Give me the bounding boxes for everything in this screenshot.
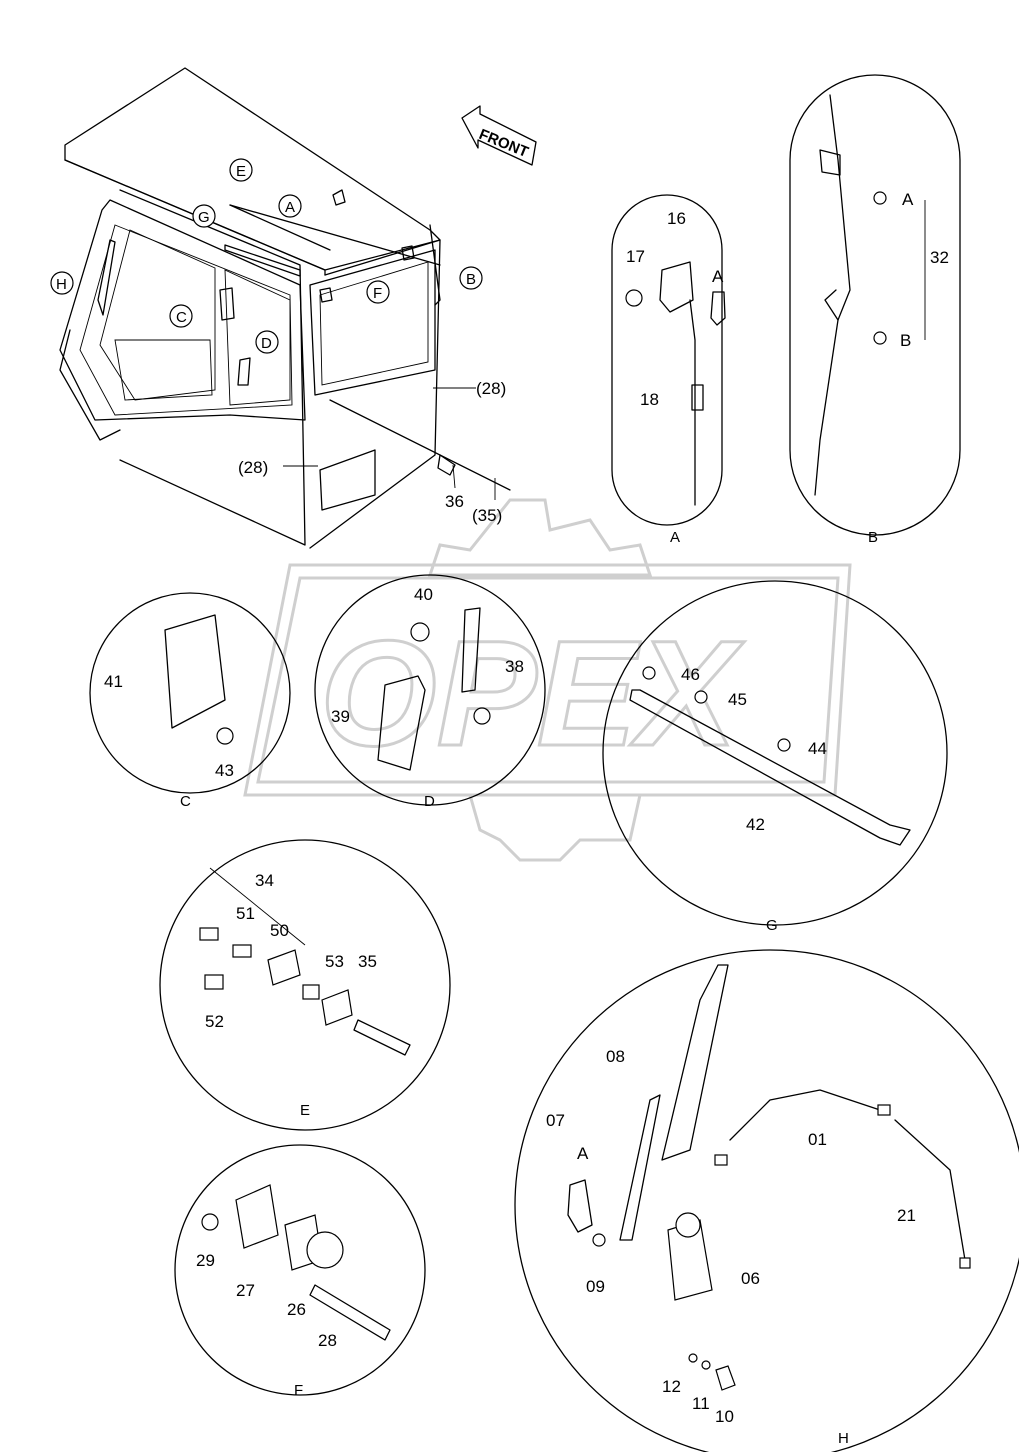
detail-F-title: F (294, 1382, 303, 1399)
label-B-B: B (900, 331, 911, 350)
label-27: 27 (236, 1281, 255, 1300)
callout-H-circle (50, 271, 74, 295)
label-A-inner: A (712, 267, 724, 286)
callout-C-circle (169, 304, 193, 328)
detail-B-title: B (868, 529, 878, 546)
detail-E: 34 51 50 53 35 52 E (159, 839, 451, 1131)
callout-C: C (176, 309, 187, 326)
label-09: 09 (586, 1277, 605, 1296)
label-07: 07 (546, 1111, 565, 1130)
label-39: 39 (331, 707, 350, 726)
label-08: 08 (606, 1047, 625, 1066)
cab-assembly (59, 67, 511, 549)
callout-B-circle (459, 266, 483, 290)
label-50: 50 (270, 921, 289, 940)
label-35: (35) (472, 506, 502, 525)
detail-D-title: D (424, 793, 435, 810)
label-28a: (28) (476, 379, 506, 398)
label-28-F: 28 (318, 1331, 337, 1350)
detail-G: 46 45 44 42 G (602, 580, 948, 934)
callout-G-circle (192, 204, 216, 228)
label-34: 34 (255, 871, 274, 890)
label-H-A: A (577, 1144, 589, 1163)
detail-F: 29 27 26 28 F (174, 1144, 426, 1399)
label-06: 06 (741, 1269, 760, 1288)
detail-C-title: C (180, 793, 191, 810)
callout-H: H (56, 276, 67, 293)
callout-D: D (261, 335, 272, 352)
callout-A-circle (278, 194, 302, 218)
detail-A-title: A (670, 529, 680, 546)
label-29: 29 (196, 1251, 215, 1270)
detail-H-title: H (838, 1430, 849, 1447)
callout-F: F (373, 285, 382, 302)
label-42: 42 (746, 815, 765, 834)
front-label: FRONT (477, 126, 531, 161)
detail-G-title: G (766, 917, 778, 934)
label-45: 45 (728, 690, 747, 709)
label-11: 11 (692, 1394, 710, 1413)
callout-D-circle (255, 330, 279, 354)
label-12: 12 (662, 1377, 681, 1396)
detail-A: 16 17 A 18 A (611, 194, 726, 546)
callout-G: G (198, 209, 210, 226)
label-41: 41 (104, 672, 123, 691)
watermark-text: OPEX (320, 609, 745, 777)
detail-C: 41 43 C (89, 592, 291, 810)
label-53: 53 (325, 952, 344, 971)
callout-E-circle (229, 158, 253, 182)
cab-callouts: E A G H C D F B (28) (28) 36 (35) (50, 158, 506, 525)
callout-E: E (236, 163, 246, 180)
callout-A: A (285, 199, 295, 216)
label-16: 16 (667, 209, 686, 228)
label-38: 38 (505, 657, 524, 676)
label-52: 52 (205, 1012, 224, 1031)
label-B-A: A (902, 190, 914, 209)
detail-D: 40 38 39 D (314, 574, 546, 810)
label-40: 40 (414, 585, 433, 604)
detail-E-title: E (300, 1102, 310, 1119)
label-18: 18 (640, 390, 659, 409)
callout-B: B (466, 271, 476, 288)
label-51: 51 (236, 904, 255, 923)
label-10: 10 (715, 1407, 734, 1426)
label-46: 46 (681, 665, 700, 684)
callout-F-circle (366, 280, 390, 304)
label-01: 01 (808, 1130, 827, 1149)
detail-B: A 32 B B (789, 74, 961, 546)
label-28b: (28) (238, 458, 268, 477)
label-32: 32 (930, 248, 949, 267)
front-arrow: FRONT (461, 105, 537, 166)
label-35-E: 35 (358, 952, 377, 971)
detail-H: 08 07 A 01 21 09 06 12 11 10 H (514, 949, 1019, 1452)
label-21: 21 (897, 1206, 916, 1225)
label-17: 17 (626, 247, 645, 266)
label-43: 43 (215, 761, 234, 780)
label-26: 26 (287, 1300, 306, 1319)
label-44: 44 (808, 739, 827, 758)
label-36: 36 (445, 492, 464, 511)
watermark: OPEX (243, 498, 852, 862)
